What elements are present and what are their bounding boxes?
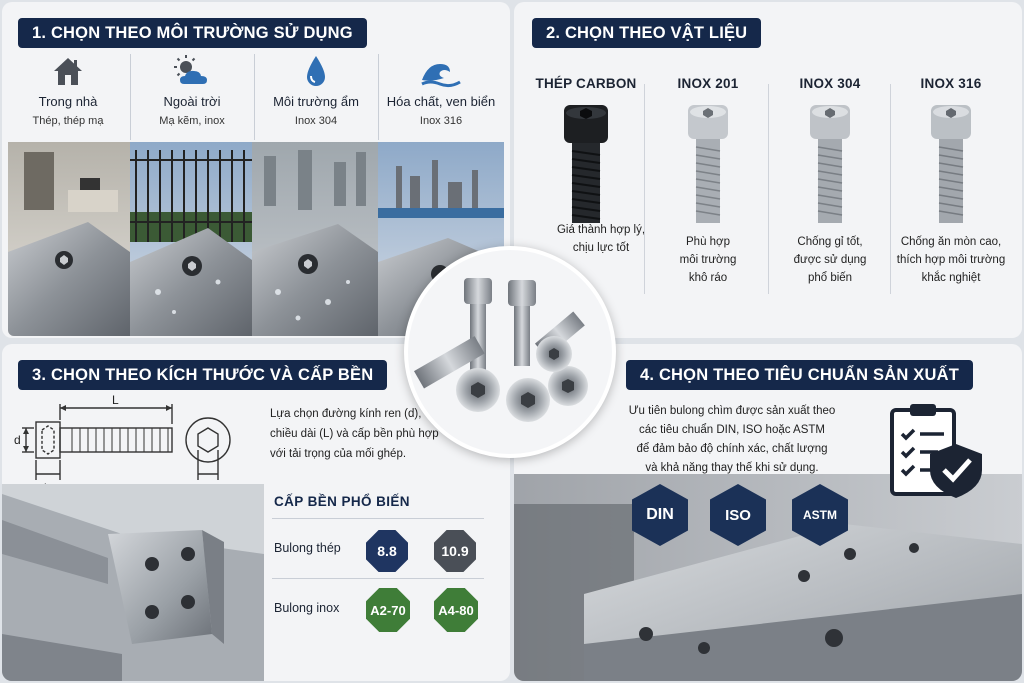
material-name: THÉP CARBON [535, 76, 637, 91]
material-inox316: INOX 316 Chống ăn mòn cao, thích hợp môi… [886, 76, 1016, 287]
panel-standard: 4. CHỌN THEO TIÊU CHUẨN SẢN XUẤT Ưu tiên… [514, 344, 1022, 681]
text-line: và khả năng thay thế khi sử dụng. [645, 462, 819, 474]
panel-title: 3. CHỌN THEO KÍCH THƯỚC VÀ CẤP BỀN [18, 360, 388, 390]
sun-cloud-icon [174, 55, 207, 84]
inox201-bolt-image [688, 105, 728, 223]
house-icon [54, 58, 82, 85]
env-sub: Mạ kẽm, inox [159, 115, 225, 127]
env-indoor: Trong nhà Thép, thép mạ [8, 54, 128, 138]
material-inox201: INOX 201 Phù hợp môi trường khô ráo [648, 76, 768, 287]
text-line: chiều dài (L) và cấp bền phù hợp [270, 428, 439, 440]
divider [254, 54, 255, 140]
material-desc: khô ráo [688, 272, 728, 284]
text-line: để đảm bảo độ chính xác, chất lượng [636, 443, 828, 455]
divider [272, 518, 484, 519]
text-line: Ưu tiên bulong chìm được sản xuất theo [628, 405, 836, 417]
panel-title: 1. CHỌN THEO MÔI TRƯỜNG SỬ DỤNG [18, 18, 367, 48]
divider [890, 84, 891, 294]
material-desc: phổ biến [807, 272, 853, 284]
panel-environment: 1. CHỌN THEO MÔI TRƯỜNG SỬ DỤNG Trong nh… [2, 2, 510, 338]
material-name: INOX 201 [677, 76, 739, 91]
material-desc: Phù hợp [686, 236, 730, 248]
material-desc: được sử dụng [793, 254, 867, 266]
block-photo [2, 484, 264, 681]
panel-title: 4. CHỌN THEO TIÊU CHUẨN SẢN XUẤT [626, 360, 973, 390]
material-inox304: INOX 304 Chống gỉ tốt, được sử dụng phổ … [770, 76, 890, 287]
checklist-shield-icon [890, 404, 982, 498]
material-desc: Chống ăn mòn cao, [900, 236, 1002, 248]
center-bolts-image [404, 246, 616, 458]
env-title: Môi trường ẩm [273, 94, 359, 109]
material-desc: Giá thành hợp lý, [556, 224, 646, 236]
env-sub: Thép, thép mạ [32, 115, 104, 127]
text-line: Lựa chọn đường kính ren (d), [270, 408, 422, 420]
bolt-dimension-diagram: L d k s [14, 394, 231, 494]
material-desc: Chống gỉ tốt, [797, 236, 863, 248]
env-sub: Inox 316 [419, 115, 463, 127]
env-title: Hóa chất, ven biển [386, 94, 496, 109]
grade-badge-10-9: 10.9 [434, 530, 476, 572]
grade-row-label: Bulong inox [274, 601, 340, 615]
env-title: Trong nhà [38, 94, 98, 109]
environment-photos [8, 142, 504, 336]
water-drop-icon [307, 56, 325, 86]
text-line: với tải trọng của mối ghép. [270, 448, 407, 460]
material-desc: khắc nghiệt [921, 272, 981, 284]
grade-row-label: Bulong thép [274, 541, 341, 555]
env-title: Ngoài trời [163, 94, 221, 109]
divider [272, 578, 484, 579]
env-outdoor: Ngoài trời Mạ kẽm, inox [132, 54, 252, 138]
divider [768, 84, 769, 294]
text-line: các tiêu chuẩn DIN, ISO hoặc ASTM [639, 424, 825, 436]
env-humid: Môi trường ẩm Inox 304 [256, 54, 376, 138]
inox304-bolt-image [810, 105, 850, 223]
material-desc: thích hợp môi trường [896, 254, 1006, 266]
panel-material: 2. CHỌN THEO VẬT LIỆU THÉP CARBON Giá th… [514, 2, 1022, 338]
material-carbon: THÉP CARBON Giá thành hợp lý, chịu lực t… [526, 76, 646, 257]
divider [130, 54, 131, 140]
wave-icon [421, 64, 461, 88]
machine-photo [514, 474, 1022, 681]
grades-heading: CẤP BỀN PHỔ BIẾN [274, 494, 410, 509]
carbon-bolt-image [564, 105, 608, 223]
material-name: INOX 304 [799, 76, 861, 91]
size-description: Lựa chọn đường kính ren (d), chiều dài (… [270, 404, 490, 464]
divider [378, 54, 379, 140]
grade-badge-8-8: 8.8 [366, 530, 408, 572]
inox316-bolt-image [931, 105, 971, 223]
env-sub: Inox 304 [294, 115, 338, 127]
grade-badge-a4-80: A4-80 [434, 588, 478, 632]
grade-badge-a2-70: A2-70 [366, 588, 410, 632]
material-desc: chịu lực tốt [572, 242, 630, 254]
label-L: L [112, 394, 119, 407]
env-coastal: Hóa chất, ven biển Inox 316 [378, 54, 504, 138]
divider [644, 84, 645, 294]
material-name: INOX 316 [920, 76, 982, 91]
standard-description: Ưu tiên bulong chìm được sản xuất theo c… [612, 402, 852, 478]
material-desc: môi trường [679, 254, 737, 266]
label-d: d [14, 433, 21, 447]
panel-title: 2. CHỌN THEO VẬT LIỆU [532, 18, 762, 48]
